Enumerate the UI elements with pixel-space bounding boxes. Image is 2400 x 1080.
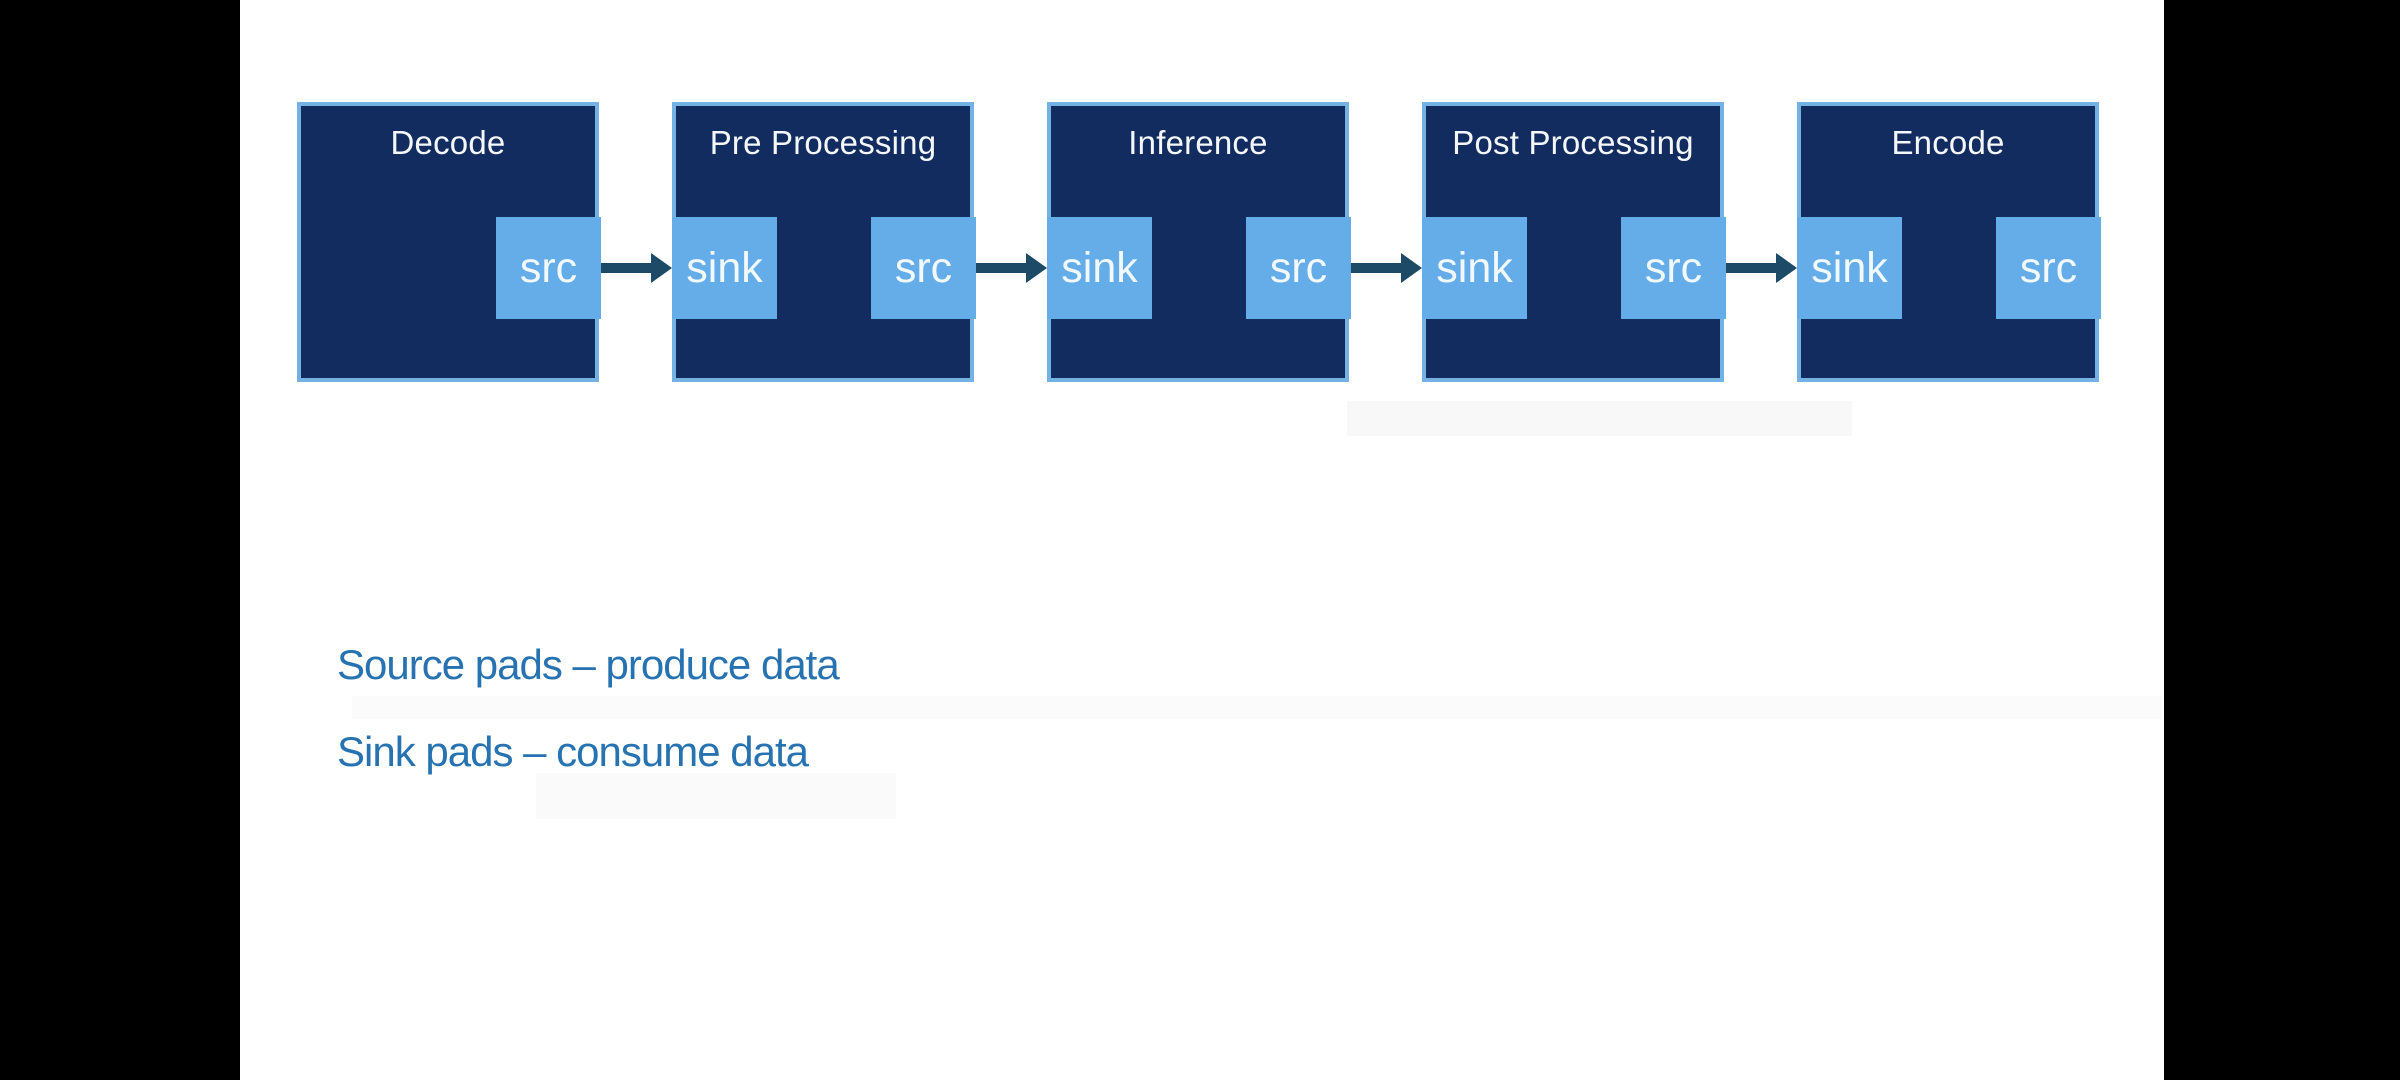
flow-arrow-icon (601, 253, 672, 283)
stage-label: Post Processing (1452, 124, 1694, 161)
arrow-head (651, 253, 672, 283)
arrow-head (1026, 253, 1047, 283)
right-letterbox-bar (2164, 0, 2400, 1080)
flow-arrow-icon (976, 253, 1047, 283)
sink-pad-label: sink (1811, 243, 1888, 292)
src-pad-label: src (894, 243, 953, 292)
compression-smudge (1347, 401, 1852, 436)
stage-label: Pre Processing (709, 124, 937, 161)
sink-pad: sink (1047, 217, 1152, 319)
sink-pad: sink (1797, 217, 1902, 319)
legend-sink-pads-line: Sink pads – consume data (337, 728, 809, 775)
sink-pad: sink (672, 217, 777, 319)
sink-pad-label: sink (1061, 243, 1138, 292)
legend-source-pads-line: Source pads – produce data (337, 641, 840, 688)
stage-box-decode: Decode src (297, 102, 601, 382)
sink-pad-label: sink (686, 243, 763, 292)
stage-label: Decode (390, 124, 506, 161)
sink-pad: sink (1422, 217, 1527, 319)
flow-arrow-icon (1351, 253, 1422, 283)
stage-box-post-processing: Post Processing sink src (1422, 102, 1726, 382)
compression-smudge (536, 773, 896, 819)
src-pad: src (1246, 217, 1351, 319)
src-pad: src (871, 217, 976, 319)
src-pad-label: src (1644, 243, 1703, 292)
src-pad: src (1621, 217, 1726, 319)
arrow-head (1776, 253, 1797, 283)
arrow-shaft (976, 263, 1026, 273)
stage-box-pre-processing: Pre Processing sink src (672, 102, 976, 382)
stage-box-encode: Encode sink src (1797, 102, 2101, 382)
src-pad-label: src (519, 243, 578, 292)
arrow-head (1401, 253, 1422, 283)
src-pad: src (496, 217, 601, 319)
src-pad: src (1996, 217, 2101, 319)
arrow-shaft (601, 263, 651, 273)
compression-smudge (352, 696, 2162, 719)
left-letterbox-bar (0, 0, 240, 1080)
arrow-shaft (1351, 263, 1401, 273)
stage-box-inference: Inference sink src (1047, 102, 1351, 382)
src-pad-label: src (1269, 243, 1328, 292)
src-pad-label: src (2019, 243, 2078, 292)
sink-pad-label: sink (1436, 243, 1513, 292)
flow-arrow-icon (1726, 253, 1797, 283)
stage-label: Encode (1891, 124, 2005, 161)
stage-label: Inference (1128, 124, 1268, 161)
arrow-shaft (1726, 263, 1776, 273)
